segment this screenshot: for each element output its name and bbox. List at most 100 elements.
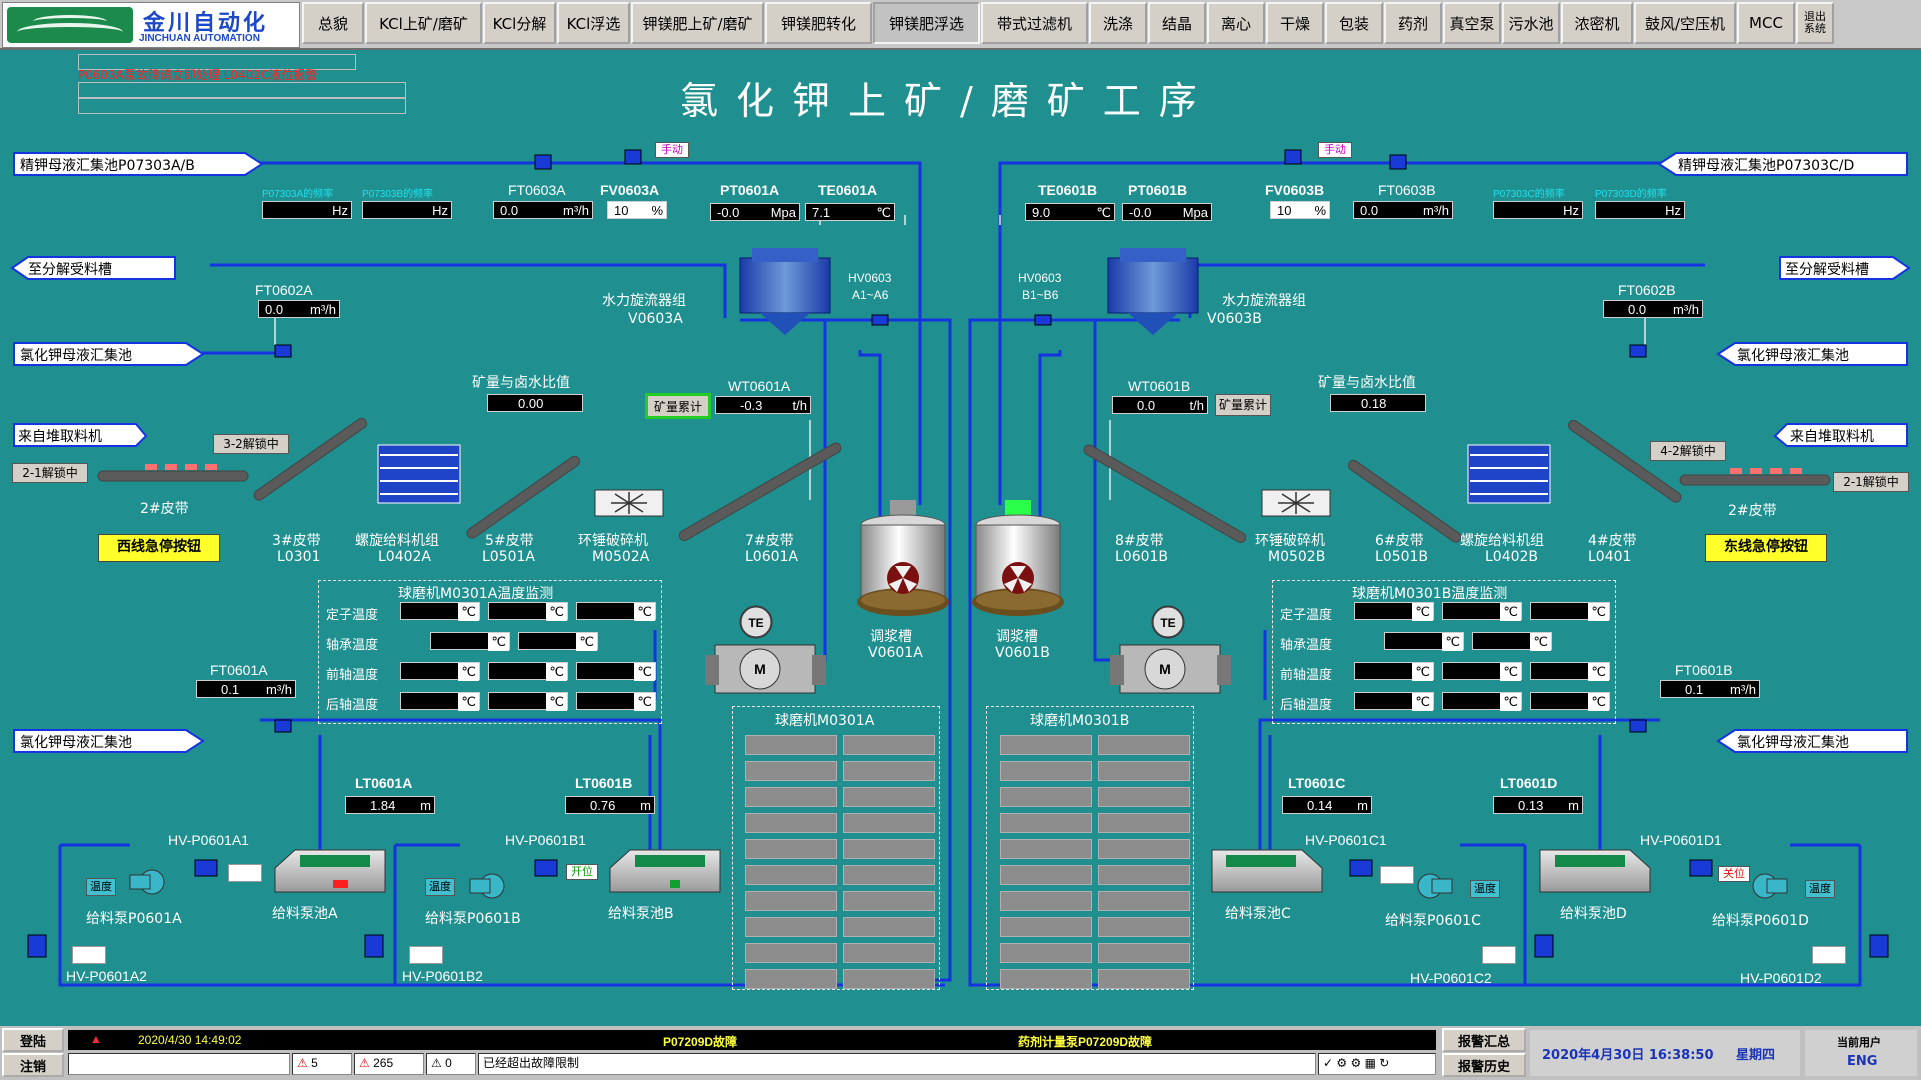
mill-slot <box>1000 839 1092 859</box>
mill-slot <box>843 969 935 989</box>
nav-tab-8[interactable]: 洗涤 <box>1089 2 1147 44</box>
alarm-code: P07209D故障 <box>663 1035 738 1049</box>
belt2-right-label: 2#皮带 <box>1728 503 1777 519</box>
pump-a-temp-button[interactable]: 温度 <box>86 878 116 896</box>
nav-tab-0[interactable]: 总貌 <box>302 2 364 44</box>
ratio-right-label: 矿量与卤水比值 <box>1318 375 1416 391</box>
temp-monitor-right <box>1272 580 1616 724</box>
nav-tab-13[interactable]: 药剂 <box>1384 2 1442 44</box>
pump-b-temp-button[interactable]: 温度 <box>425 878 455 896</box>
temp-display-3-2: ℃ <box>1530 692 1610 711</box>
login-button[interactable]: 登陆 <box>2 1028 64 1052</box>
hv-p0601b1-tag: HV-P0601B1 <box>505 832 586 848</box>
west-estop-button[interactable]: 西线急停按钮 <box>98 534 220 562</box>
nav-tab-18[interactable]: MCC <box>1737 2 1795 44</box>
crusher-left <box>594 489 664 517</box>
nav-tab-15[interactable]: 污水池 <box>1502 2 1560 44</box>
nav-tab-6[interactable]: 钾镁肥浮选 <box>873 2 980 44</box>
belt2-left-label: 2#皮带 <box>140 501 189 517</box>
alarm-line: ▲ 2020/4/30 14:49:02 P07209D故障 药剂计量泵P072… <box>68 1030 1436 1050</box>
nav-tab-14[interactable]: 真空泵 <box>1443 2 1501 44</box>
unlock-2-1-left-button[interactable]: 2-1解锁中 <box>12 463 88 483</box>
alarm-count-active: ⚠ 5 <box>292 1053 352 1075</box>
unlock-4-2-right-button[interactable]: 4-2解锁中 <box>1650 441 1726 461</box>
cyclone-left-name: 水力旋流器组 <box>602 293 686 309</box>
nav-tab-11[interactable]: 干燥 <box>1266 2 1324 44</box>
exit-system-button[interactable]: 退出系统 <box>1796 2 1834 44</box>
temp-row-label-0: 定子温度 <box>326 608 379 623</box>
ft0603a-tag: FT0603A <box>508 182 566 198</box>
pipes-left <box>58 161 952 987</box>
freq-display-p07303c: Hz <box>1493 201 1583 219</box>
hv-p0601c1-status <box>1380 866 1414 884</box>
alarm-history-button[interactable]: 报警历史 <box>1442 1053 1526 1077</box>
alarm-total-icon: ⚠ <box>359 1056 370 1070</box>
temp-monitor-left-title: 球磨机M0301A温度监测 <box>398 586 554 602</box>
belt8-tag: L0601B <box>1115 549 1169 565</box>
mill-slot <box>1000 761 1092 781</box>
temp-row-label-1: 轴承温度 <box>326 638 379 653</box>
temp-display-2-1: ℃ <box>1442 662 1522 681</box>
nav-tab-9[interactable]: 结晶 <box>1148 2 1206 44</box>
alarm-tool-icons[interactable]: ✓ ⚙ ⚙ ▦ ↻ <box>1318 1053 1436 1075</box>
cyclone-right-name: 水力旋流器组 <box>1222 293 1306 309</box>
hv-p0601d2-tag: HV-P0601D2 <box>1740 970 1822 986</box>
nav-tab-3[interactable]: KCl浮选 <box>557 2 630 44</box>
pipe-flags <box>10 152 1911 753</box>
mill-slot <box>1098 891 1190 911</box>
ore-accumulate-left-button[interactable]: 矿量累计 <box>645 393 711 419</box>
unlock-2-1-right-button[interactable]: 2-1解锁中 <box>1833 472 1909 492</box>
nav-tab-2[interactable]: KCl分解 <box>483 2 556 44</box>
alarm-summary-button[interactable]: 报警汇总 <box>1442 1028 1526 1052</box>
current-user-label: 当前用户 <box>1837 1036 1881 1049</box>
crusher-left-name: 环锤破碎机 <box>578 533 648 549</box>
nav-tab-10[interactable]: 离心 <box>1207 2 1265 44</box>
pump-c-temp-button[interactable]: 温度 <box>1470 880 1500 898</box>
alarm-ack-field[interactable] <box>68 1053 290 1075</box>
page-title: 氯化钾上矿/磨矿工序 <box>680 79 1215 123</box>
logo-chinese-name: 金川自动化 <box>143 10 269 35</box>
nav-tab-4[interactable]: 钾镁肥上矿/磨矿 <box>631 2 764 44</box>
belt7-name: 7#皮带 <box>745 533 794 549</box>
temp-display-2-0: ℃ <box>400 662 480 681</box>
nav-tab-5[interactable]: 钾镁肥转化 <box>765 2 872 44</box>
belt6-name: 6#皮带 <box>1375 533 1424 549</box>
hv-p0601c1-tag: HV-P0601C1 <box>1305 832 1387 848</box>
motor-label-left: M <box>754 661 766 677</box>
alarm-frame-1 <box>78 54 356 70</box>
nav-tab-12[interactable]: 包装 <box>1325 2 1383 44</box>
hv0603-right-range: B1~B6 <box>1022 288 1059 302</box>
fv0603b-mode-button[interactable]: 手动 <box>1318 142 1352 158</box>
mill-slot <box>843 943 935 963</box>
right-pipe-muye1: 氯化钾母液汇集池 <box>1737 348 1849 364</box>
unlock-3-2-left-button[interactable]: 3-2解锁中 <box>213 434 289 454</box>
crusher-right-tag: M0502B <box>1268 549 1326 565</box>
tank-left-name: 调浆槽 <box>870 629 912 645</box>
pump-d-temp-button[interactable]: 温度 <box>1805 880 1835 898</box>
mill-slot <box>745 917 837 937</box>
belt-material-left <box>145 464 217 470</box>
logo-mountain-icon <box>7 7 133 43</box>
mill-slot <box>1098 813 1190 833</box>
nav-tab-17[interactable]: 鼓风/空压机 <box>1634 2 1736 44</box>
mill-slot <box>745 787 837 807</box>
alarm-frame-3 <box>78 98 406 114</box>
ratio-right-display: 0.18 <box>1330 394 1426 412</box>
east-estop-button[interactable]: 东线急停按钮 <box>1705 534 1827 562</box>
hv-p0601d2-status <box>1812 946 1846 964</box>
feed-pool-d <box>1539 849 1651 893</box>
nav-tab-7[interactable]: 带式过滤机 <box>981 2 1088 44</box>
ore-accumulate-right-button[interactable]: 矿量累计 <box>1215 394 1271 416</box>
right-pipe-duiliao: 来自堆取料机 <box>1790 429 1874 445</box>
mill-slot <box>745 761 837 781</box>
mill-slot <box>843 735 935 755</box>
logout-button[interactable]: 注销 <box>2 1053 64 1077</box>
fv0603a-mode-button[interactable]: 手动 <box>655 142 689 158</box>
right-pipe-jingjia: 精钾母液汇集池P07303C/D <box>1678 158 1855 174</box>
nav-tab-1[interactable]: KCl上矿/磨矿 <box>365 2 482 44</box>
hv-p0601b2-tag: HV-P0601B2 <box>402 968 483 984</box>
nav-tab-16[interactable]: 浓密机 <box>1561 2 1633 44</box>
screw-right-name: 螺旋给料机组 <box>1460 533 1544 549</box>
